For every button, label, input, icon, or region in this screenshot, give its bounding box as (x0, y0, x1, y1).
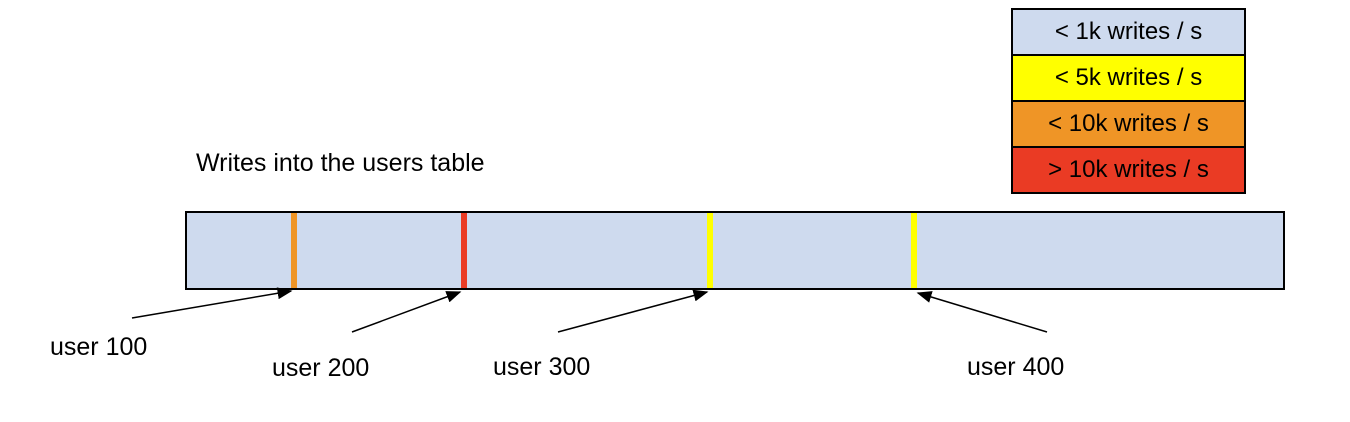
legend-item: < 5k writes / s (1013, 54, 1244, 100)
legend-item: < 1k writes / s (1013, 10, 1244, 54)
diagram-title: Writes into the users table (196, 149, 485, 177)
legend-item: < 10k writes / s (1013, 100, 1244, 146)
user-callout-label: user 200 (272, 354, 370, 382)
legend-item: > 10k writes / s (1013, 146, 1244, 192)
write-hotspot-mark (461, 213, 468, 288)
callout-arrow (131, 287, 293, 319)
write-hotspot-mark (291, 213, 298, 288)
user-callout-label: user 400 (967, 353, 1065, 381)
write-hotspot-mark (910, 213, 917, 288)
legend: < 1k writes / s< 5k writes / s< 10k writ… (1011, 8, 1246, 194)
users-table-bar (185, 211, 1285, 290)
write-hotspot-mark (706, 213, 713, 288)
callout-arrow (916, 291, 1048, 333)
callout-arrow (557, 289, 709, 333)
user-callout-label: user 100 (50, 333, 148, 361)
user-callout-label: user 300 (493, 353, 591, 381)
callout-arrow (351, 291, 462, 333)
